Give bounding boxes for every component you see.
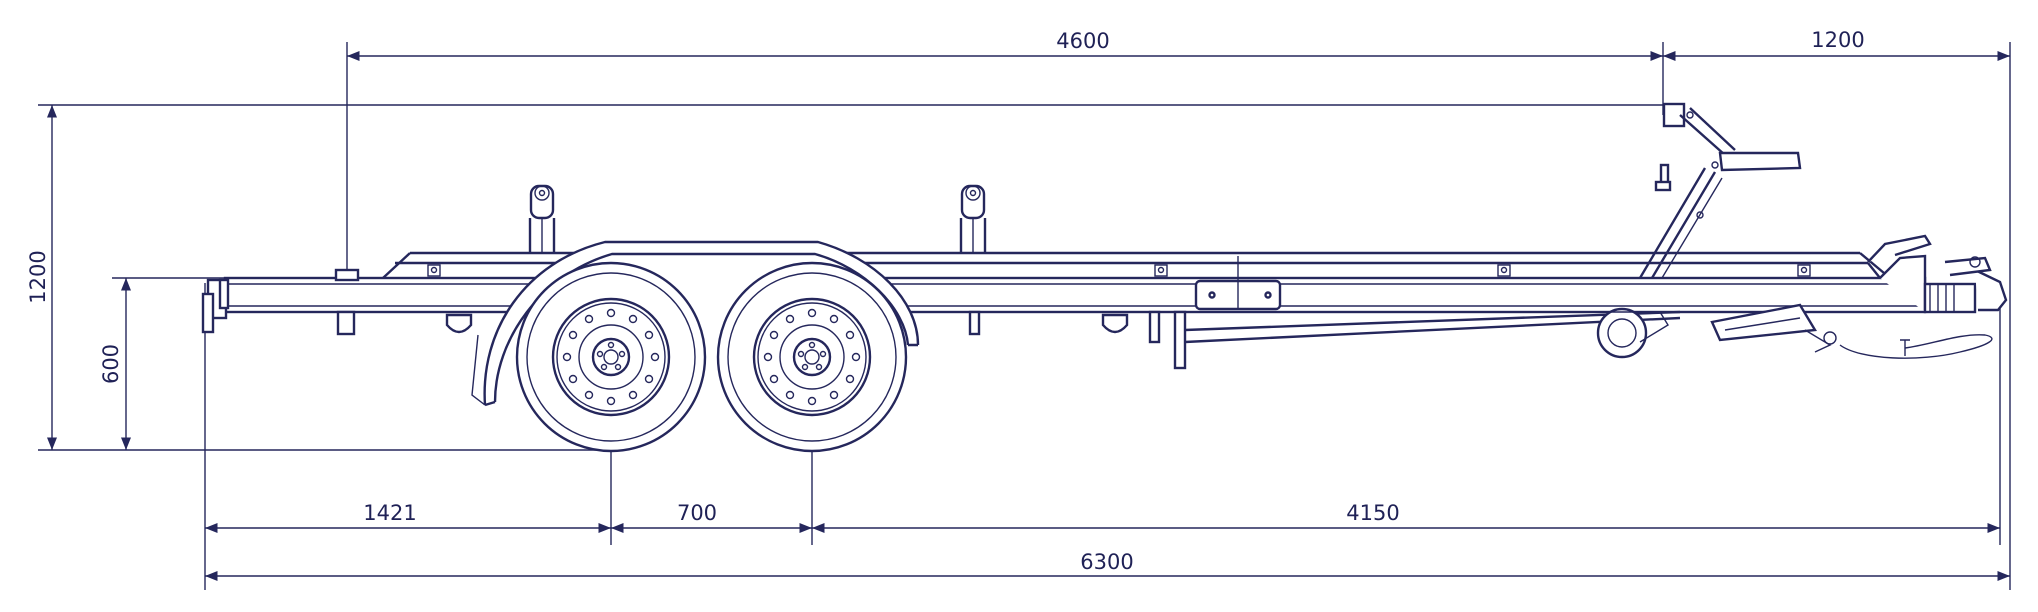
jockey-wheel [1596, 307, 1669, 359]
dim-label-1200-top: 1200 [1811, 28, 1864, 52]
side-bracket-plate [1194, 256, 1282, 311]
wheel-rear [716, 261, 908, 453]
frame-holes [427, 264, 1811, 277]
main-frame [201, 276, 1927, 334]
trailer [201, 102, 2008, 453]
breakaway-cable [1839, 334, 1993, 359]
dim-label-4600: 4600 [1056, 29, 1109, 53]
keel-roller-left [528, 184, 556, 253]
coupling-head [1867, 234, 2008, 314]
front-post [334, 268, 360, 336]
dim-label-4150: 4150 [1346, 501, 1399, 525]
support-post [1173, 310, 1187, 370]
drawbar [1184, 310, 1681, 344]
keel-roller-middle [959, 184, 987, 253]
handbrake-lever [1710, 303, 1837, 353]
dim-label-700: 700 [677, 501, 717, 525]
dim-label-1421: 1421 [363, 501, 416, 525]
wheel-front [515, 261, 707, 453]
winch-post [1638, 102, 1802, 279]
dimension-lines [38, 42, 2011, 590]
side-roller-icon [1101, 313, 1129, 334]
cable-clip [1900, 339, 1910, 356]
support-post [1148, 310, 1161, 344]
dim-label-6300: 6300 [1080, 550, 1133, 574]
side-roller-icon [445, 313, 473, 334]
dim-label-600: 600 [99, 344, 123, 384]
dim-label-1200-left: 1200 [26, 250, 50, 303]
support-post [968, 310, 981, 336]
